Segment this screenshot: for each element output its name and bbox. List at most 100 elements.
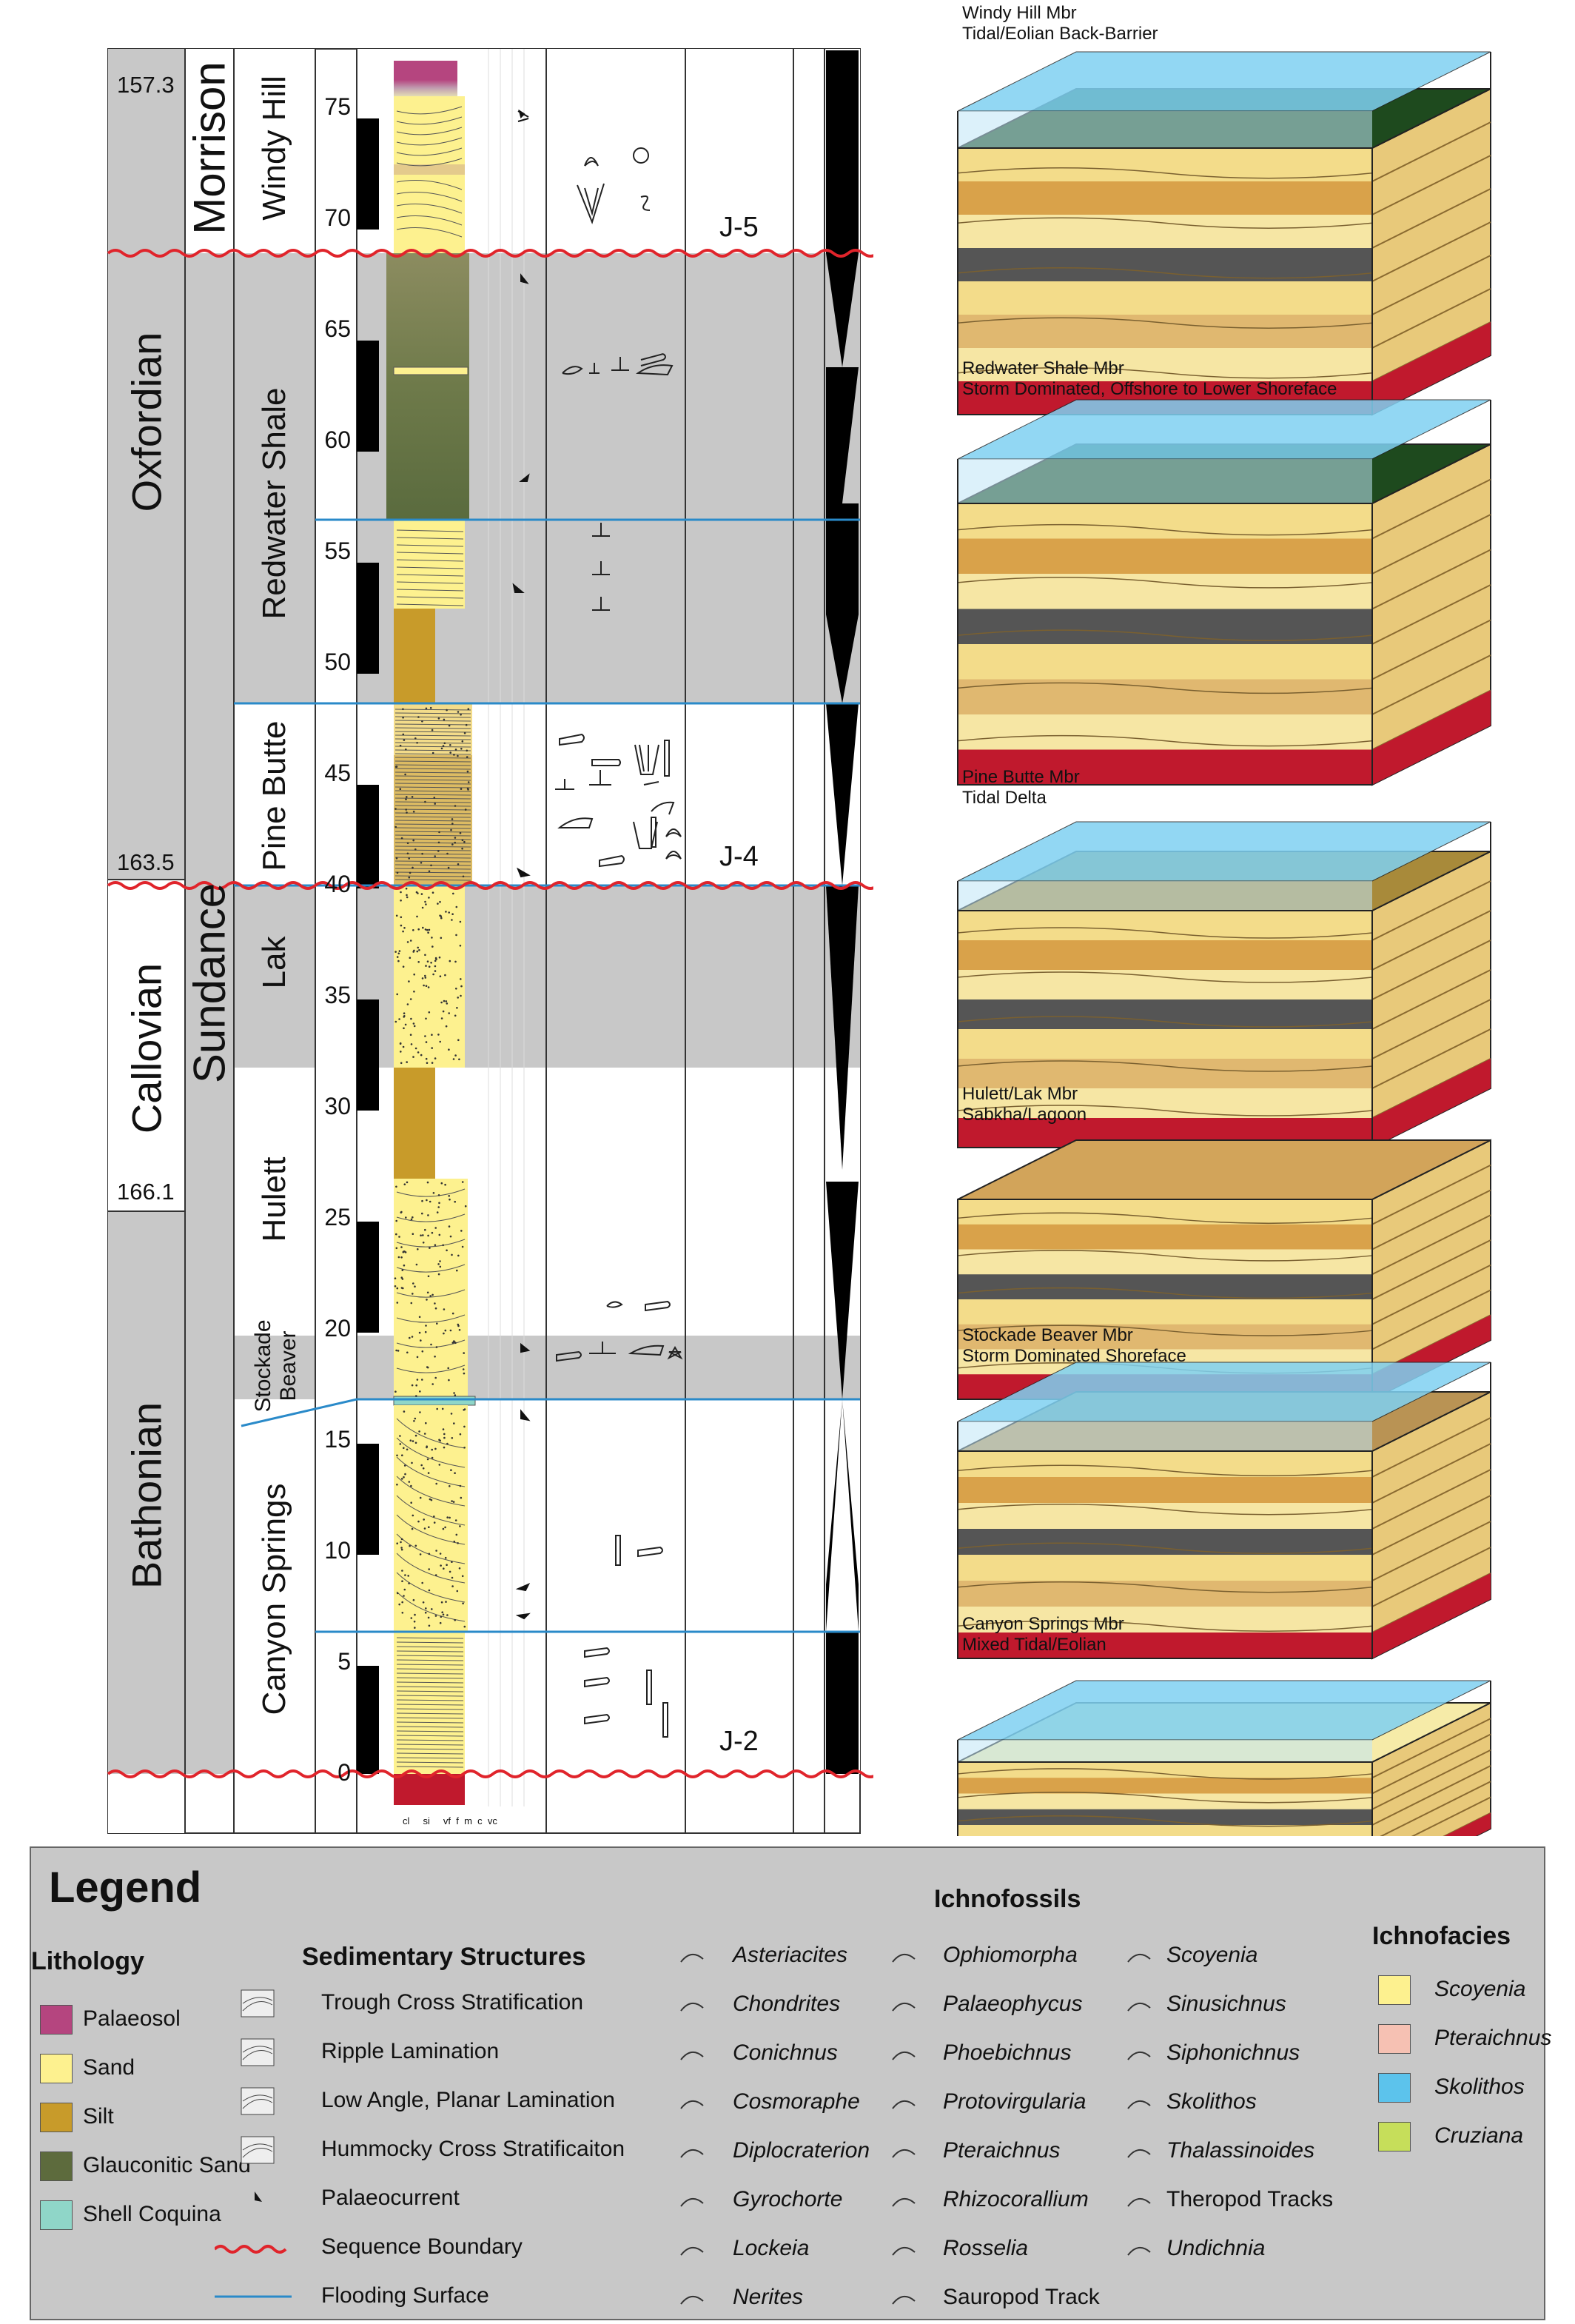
- system-label: Morrison: [184, 61, 235, 235]
- ichnofacies-label: Pteraichnus: [1434, 2026, 1552, 2050]
- sequence-label: J-4: [719, 841, 759, 872]
- ichnofossil-label: Palaeophycus: [943, 1992, 1083, 2016]
- ichnofossil-label: Undichnia: [1166, 2236, 1266, 2260]
- structure-label: Hummocky Cross Stratificaiton: [321, 2137, 625, 2161]
- ichnofossil-icon: [1122, 2234, 1158, 2264]
- lithology-swatch: [40, 2103, 73, 2132]
- hummocky-icon: [240, 2135, 275, 2165]
- legend-title: Legend: [49, 1863, 202, 1912]
- ichnofacies-heading: Ichnofacies: [1372, 1922, 1511, 1950]
- structure-label: Ripple Lamination: [321, 2039, 500, 2063]
- block-title-line2: Storm Dominated Shoreface: [962, 1346, 1186, 1366]
- system-label: Sundance: [184, 883, 235, 1084]
- ichnofossil-label: Pteraichnus: [943, 2138, 1061, 2163]
- depth-label: 15: [324, 1426, 351, 1453]
- ichnofacies-swatch: [1378, 2024, 1411, 2054]
- ichnofossil-label: Siphonichnus: [1166, 2040, 1300, 2065]
- depth-label: 40: [324, 871, 351, 897]
- ichnofossil-icon: [887, 2186, 922, 2215]
- lithology-label: Shell Coquina: [83, 2202, 221, 2226]
- ichnofossil-label: Rosselia: [943, 2236, 1029, 2260]
- ichnofossil-icon: [887, 2234, 922, 2264]
- depth-label: 35: [324, 982, 351, 1008]
- depth-label: 75: [324, 93, 351, 120]
- trough-cross-icon: [240, 1989, 275, 2018]
- ichnofossil-icon: [675, 1941, 711, 1971]
- block-redwater: [957, 399, 1491, 786]
- block-title-line1: Redwater Shale Mbr: [962, 358, 1124, 378]
- system-morrison-band: [185, 49, 234, 253]
- lithology-heading: Lithology: [31, 1947, 144, 1975]
- depth-label: 10: [324, 1537, 351, 1564]
- block-title-line2: Tidal/Eolian Back-Barrier: [962, 24, 1158, 44]
- ichnofacies-label: Skolithos: [1434, 2074, 1525, 2099]
- ichnofossil-label: Scoyenia: [1166, 1943, 1258, 1967]
- lithology-column: [386, 61, 476, 1805]
- ichnofossil-label: Gyrochorte: [733, 2187, 843, 2211]
- lamination-lines: [394, 106, 471, 1768]
- ichnofossils-heading: Ichnofossils: [934, 1885, 1081, 1913]
- depth-label: 25: [324, 1204, 351, 1230]
- stratigraphic-column: [107, 48, 873, 1834]
- member-label-beaver: Beaver: [276, 1330, 300, 1402]
- depth-label: 5: [338, 1648, 351, 1675]
- block-title-line2: Sabkha/Lagoon: [962, 1105, 1087, 1125]
- lithology-swatch: [40, 2005, 73, 2035]
- stage-label: Oxfordian: [123, 332, 170, 512]
- ichnofossil-icon: [887, 2283, 922, 2313]
- lithology-label: Silt: [83, 2104, 114, 2129]
- ichnofossil-icon: [887, 2039, 922, 2069]
- depth-label: 45: [324, 760, 351, 786]
- depth-label: 60: [324, 426, 351, 453]
- block-diagrams: [957, 51, 1491, 1836]
- planar-lamination-icon: [240, 2086, 275, 2116]
- ichnofossil-icon: [675, 2137, 711, 2166]
- ichnofossil-icon: [1122, 1941, 1158, 1971]
- ripple-icon: [240, 2037, 275, 2067]
- sequence-label: J-5: [719, 212, 759, 243]
- ichnofacies-swatch: [1378, 2122, 1411, 2151]
- block-pine-butte: [957, 821, 1491, 1149]
- lithology-swatch: [40, 2151, 73, 2181]
- ichnofacies-label: Cruziana: [1434, 2123, 1524, 2148]
- ichnofossil-label: Conichnus: [733, 2040, 838, 2065]
- ichnofacies-label: Scoyenia: [1434, 1977, 1526, 2001]
- block-title-line1: Hulett/Lak Mbr: [962, 1084, 1078, 1104]
- ichnofossil-icon: [1122, 2039, 1158, 2069]
- ichnofacies-swatch: [1378, 2073, 1411, 2103]
- member-label: Windy Hill: [256, 76, 292, 221]
- ichnofossil-label: Sinusichnus: [1166, 1992, 1286, 2016]
- depth-label: 70: [324, 204, 351, 231]
- depth-label: 55: [324, 538, 351, 564]
- block-stockade-beaver: [957, 1362, 1491, 1660]
- depth-label: 30: [324, 1093, 351, 1119]
- structure-label: Flooding Surface: [321, 2283, 489, 2308]
- ichnofossil-sketches: [555, 147, 683, 1738]
- member-label-stockade: Stockade: [251, 1319, 275, 1413]
- block-canyon-springs: [957, 1680, 1491, 1836]
- depth-label: 65: [324, 315, 351, 342]
- ichnofossil-icon: [1122, 2186, 1158, 2215]
- lithology-label: Glauconitic Sand: [83, 2153, 251, 2177]
- ichnofossil-icon: [887, 2088, 922, 2117]
- block-windy-hill: [957, 51, 1491, 416]
- lithology-swatch: [40, 2200, 73, 2230]
- ichnofossil-icon: [887, 1990, 922, 2020]
- ichnofacies-swatch: [1378, 1975, 1411, 2005]
- ichnofossil-icon: [675, 2088, 711, 2117]
- ichnofossil-label: Sauropod Track: [943, 2285, 1100, 2309]
- stage-label: Callovian: [123, 962, 170, 1134]
- sequence-label: J-2: [719, 1726, 759, 1757]
- ichnofossil-label: Asteriacites: [733, 1943, 848, 1967]
- ichnofossil-label: Ophiomorpha: [943, 1943, 1078, 1967]
- ichnofossil-icon: [675, 2283, 711, 2313]
- stage-bathonian-band: [108, 1211, 185, 1774]
- ichnofossil-icon: [887, 2137, 922, 2166]
- depth-label: 0: [338, 1759, 351, 1786]
- sand-dots: [394, 706, 470, 1629]
